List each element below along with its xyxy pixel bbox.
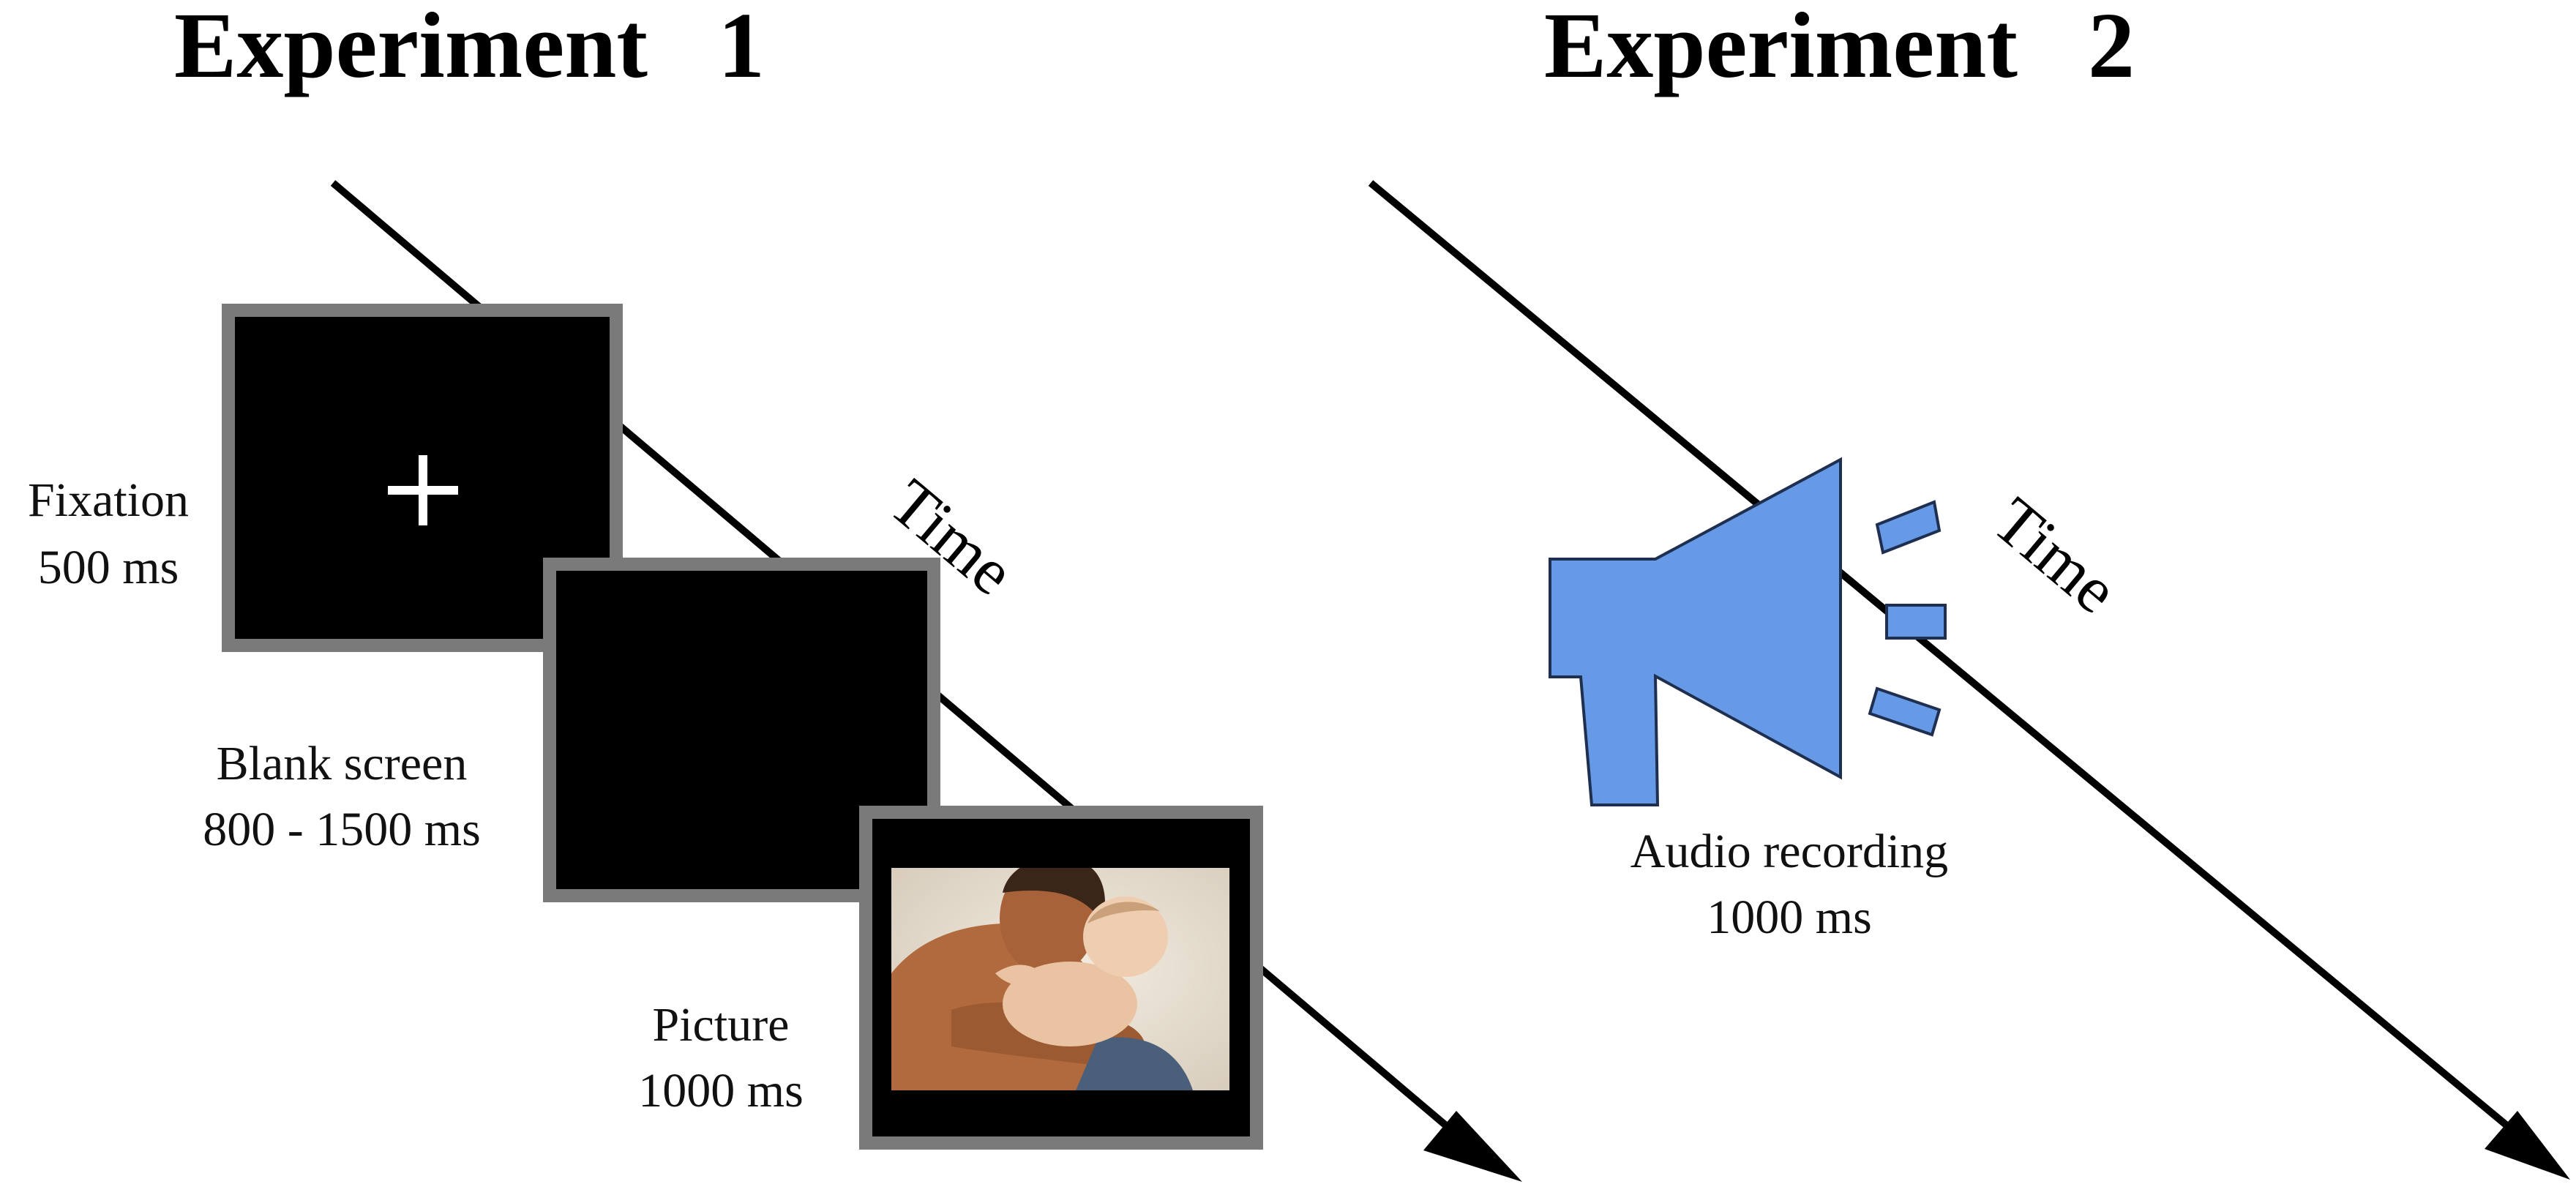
arrowhead-1: [1423, 1111, 1522, 1182]
timeline-arrow-2: [1368, 180, 2570, 1180]
blank-screen-label: Blank screen: [217, 737, 468, 790]
fixation-cross-icon: [388, 455, 458, 525]
experiment-2-title: Experiment 2: [1544, 0, 2135, 97]
fixation-label: Fixation: [28, 473, 189, 527]
audio-label: Audio recording: [1630, 825, 1948, 878]
experiment-1-title: Experiment 1: [174, 0, 765, 97]
arrowhead-2: [2485, 1111, 2570, 1180]
photo-adult-holding-infant: [891, 868, 1229, 1090]
picture-label: Picture: [653, 998, 790, 1052]
picture-screen: [859, 806, 1263, 1150]
fixation-duration: 500 ms: [38, 541, 179, 594]
blank-screen-duration: 800 - 1500 ms: [203, 803, 481, 856]
time-label-2: Time: [1980, 484, 2131, 627]
megaphone-icon: [1549, 457, 1947, 806]
audio-duration: 1000 ms: [1707, 891, 1872, 944]
picture-duration: 1000 ms: [638, 1064, 804, 1117]
